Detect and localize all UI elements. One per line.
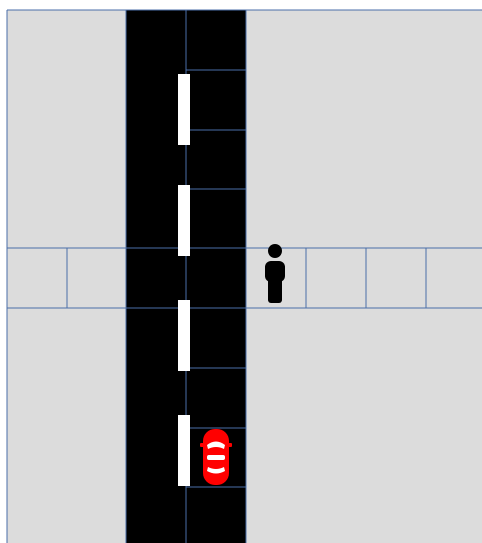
lane-dash	[178, 74, 190, 145]
lane-dash	[178, 415, 190, 486]
lane-dash	[178, 185, 190, 256]
red-car-icon	[200, 429, 232, 485]
lane-dash	[178, 300, 190, 371]
